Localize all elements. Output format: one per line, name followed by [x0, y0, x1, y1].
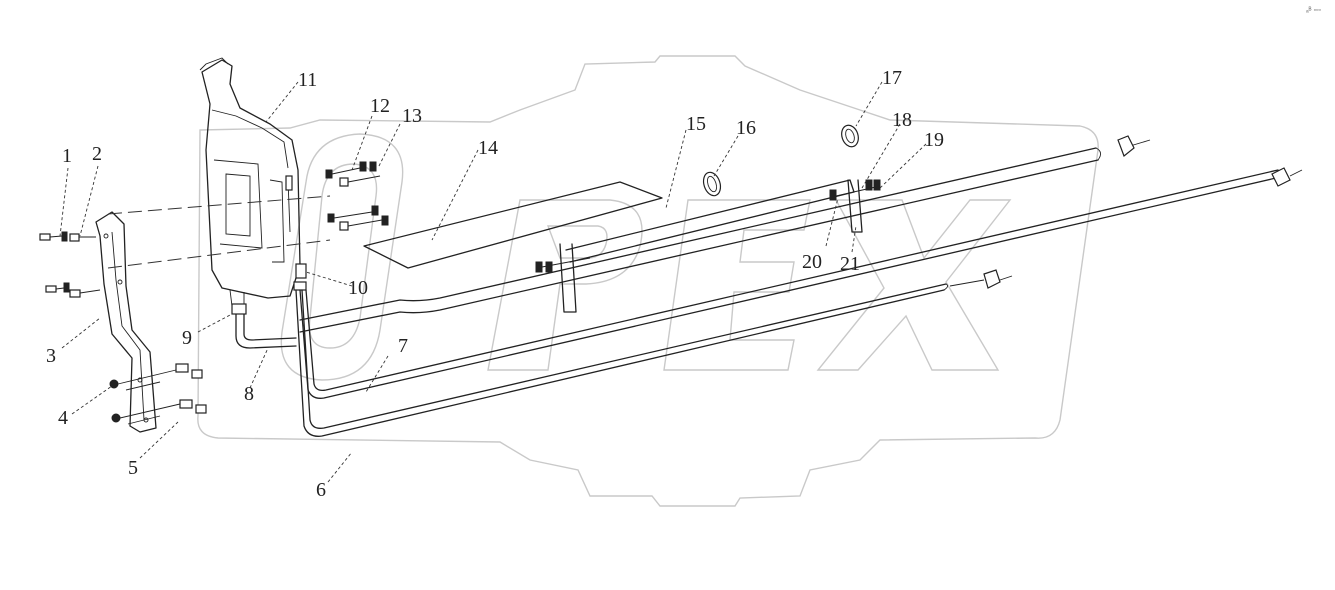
tube-7 — [299, 167, 1303, 399]
clamp-10 — [293, 263, 307, 291]
callout-2: 2 — [92, 143, 102, 165]
bracket-plate — [95, 211, 157, 433]
tank-fasteners — [325, 161, 389, 231]
clamp-9 — [231, 303, 247, 315]
callout-12: 12 — [370, 95, 390, 117]
long-tube-15 — [299, 135, 1151, 333]
callout-6: 6 — [316, 479, 326, 501]
corner-mark: ₐᴮ ▫▫▫ — [1306, 7, 1321, 14]
callout-8: 8 — [244, 383, 254, 405]
callout-9: 9 — [182, 327, 192, 349]
watermark-gear-logo — [197, 55, 1099, 507]
shield-plate — [363, 181, 663, 269]
callout-13: 13 — [402, 105, 422, 127]
callout-labels: 1 2 3 4 5 6 7 8 9 10 11 12 13 14 15 16 1… — [46, 67, 944, 501]
callout-1: 1 — [62, 145, 72, 167]
callout-11: 11 — [298, 69, 317, 91]
callout-18: 18 — [892, 109, 912, 131]
callout-10: 10 — [348, 277, 368, 299]
leader-lines — [59, 81, 927, 483]
callout-3: 3 — [46, 345, 56, 367]
callout-4: 4 — [58, 407, 68, 429]
callout-5: 5 — [128, 457, 138, 479]
callout-15: 15 — [686, 113, 706, 135]
callout-17: 17 — [882, 67, 902, 89]
tube-8 — [235, 313, 297, 349]
callout-7: 7 — [398, 335, 408, 357]
callout-19: 19 — [924, 129, 944, 151]
callout-20: 20 — [802, 251, 822, 273]
tube-6 — [295, 269, 1013, 437]
bracket-bolts — [39, 231, 207, 425]
rubber-ring-16 — [702, 171, 722, 197]
reservoir-tank — [199, 57, 301, 307]
callout-14: 14 — [478, 137, 498, 159]
callout-21: 21 — [840, 253, 860, 275]
rubber-ring-17 — [841, 124, 859, 148]
mounting-centerlines — [107, 195, 331, 269]
callout-16: 16 — [736, 117, 756, 139]
